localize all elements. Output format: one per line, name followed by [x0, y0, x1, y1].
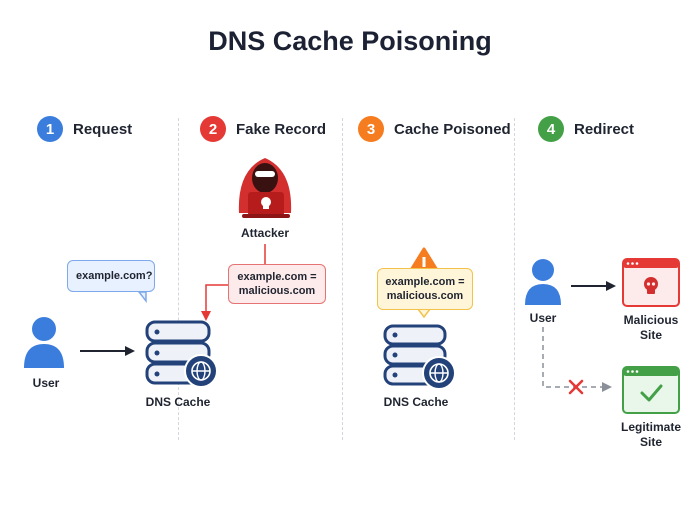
step-label: Cache Poisoned — [394, 120, 511, 138]
legitimate-site-label: Legitimate Site — [621, 420, 681, 450]
malicious-site-line-1: Malicious — [623, 313, 679, 327]
legitimate-site-line-1: Legitimate — [620, 420, 682, 434]
step-label: Fake Record — [236, 120, 327, 138]
step-cache-poisoned: 3 Cache Poisoned — [358, 116, 511, 142]
malicious-site-line-2: Site — [639, 328, 662, 342]
x-icon — [568, 379, 584, 395]
fake-record-bubble: example.com = malicious.com — [228, 264, 326, 304]
fake-record-line-1: example.com = — [237, 271, 317, 283]
divider-3 — [514, 118, 515, 440]
step-number: 2 — [200, 116, 226, 142]
attacker-label: Attacker — [240, 226, 290, 240]
poisoned-record-line-1: example.com = — [385, 276, 465, 288]
globe-icon — [184, 354, 218, 388]
fake-record-arrow — [201, 284, 228, 321]
step-fake-record: 2 Fake Record — [200, 116, 326, 142]
user-label: User — [529, 311, 557, 325]
dns-cache-label: DNS Cache — [145, 395, 211, 409]
divider-1 — [178, 118, 179, 440]
fake-record-line-2: malicious.com — [238, 285, 316, 297]
step-request: 1 Request — [37, 116, 132, 142]
step-number: 4 — [538, 116, 564, 142]
blocked-path — [542, 327, 612, 392]
dns-cache-label: DNS Cache — [383, 395, 449, 409]
step-redirect: 4 Redirect — [538, 116, 634, 142]
malicious-site-label: Malicious Site — [624, 313, 679, 343]
globe-icon — [422, 356, 456, 390]
step-number: 1 — [37, 116, 63, 142]
dns-cache-server-icon — [145, 320, 211, 385]
query-bubble: example.com? — [67, 260, 155, 292]
poisoned-record-line-2: malicious.com — [386, 290, 464, 302]
user-icon — [525, 259, 561, 305]
legitimate-site-icon — [622, 366, 680, 414]
user-icon — [24, 317, 64, 368]
step-label: Redirect — [574, 120, 635, 138]
user-label: User — [32, 376, 60, 390]
hacker-icon — [238, 158, 292, 218]
divider-2 — [342, 118, 343, 440]
step-number: 3 — [358, 116, 384, 142]
step-label: Request — [73, 120, 133, 138]
legitimate-site-line-2: Site — [639, 435, 663, 449]
malicious-site-icon — [622, 258, 680, 307]
poisoned-record-bubble: example.com = malicious.com — [377, 268, 473, 310]
page-title: DNS Cache Poisoning — [208, 26, 492, 56]
